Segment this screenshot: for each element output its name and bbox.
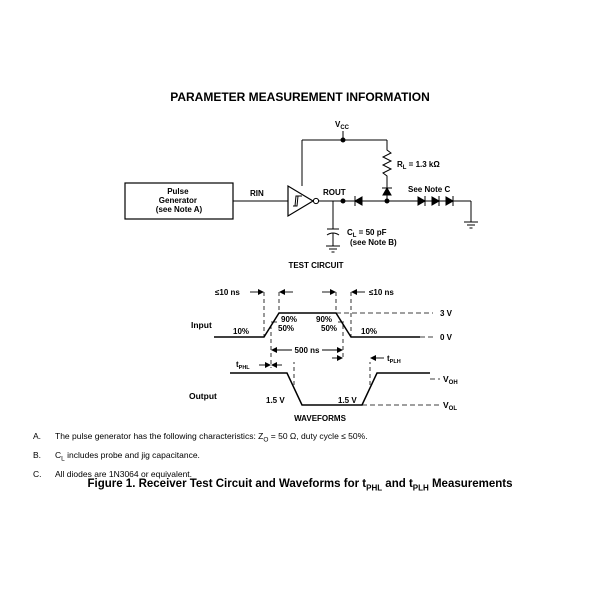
rise-time-label: ≤10 ns	[215, 288, 240, 297]
figure-caption: Figure 1. Receiver Test Circuit and Wave…	[87, 478, 513, 493]
output-label: Output	[189, 391, 217, 401]
see-note-b-label: (see Note B)	[350, 238, 397, 247]
waveforms	[214, 289, 440, 406]
pct90-right-label: 90%	[316, 315, 332, 324]
vol-label: VOL	[443, 400, 457, 412]
note-letter: B.	[33, 450, 42, 461]
note-letter: A.	[33, 431, 42, 441]
voh-label: VOH	[443, 374, 458, 386]
pct50-right-label: 50%	[321, 324, 337, 333]
pulse-generator-label: Pulse Generator (see Note A)	[156, 187, 203, 214]
diode-3-icon	[417, 196, 427, 206]
rl-label: RL = 1.3 kΩ	[397, 160, 440, 171]
note-b: B. CL includes probe and jig capacitance…	[33, 448, 573, 467]
receiver-triangle	[287, 184, 315, 218]
pct10-left-label: 10%	[233, 327, 249, 336]
output-waveform	[230, 372, 430, 406]
page-title: PARAMETER MEASUREMENT INFORMATION	[170, 90, 430, 104]
test-circuit-caption: TEST CIRCUIT	[288, 261, 343, 270]
tplh-label: tPLH	[387, 354, 401, 365]
note-letter: C.	[33, 469, 42, 480]
diode-5-icon	[445, 196, 455, 206]
input-label: Input	[191, 320, 212, 330]
diode-4-icon	[431, 196, 441, 206]
note-a: A. The pulse generator has the following…	[33, 429, 573, 448]
rin-label: RIN	[250, 189, 264, 198]
vcc-node	[340, 137, 346, 143]
vcc-label: VCC	[335, 120, 350, 131]
pct50-left-label: 50%	[278, 324, 294, 333]
ground-symbol-right	[464, 221, 478, 229]
notes-list: A. The pulse generator has the following…	[33, 429, 573, 482]
fall-time-label: ≤10 ns	[369, 288, 394, 297]
0v-label: 0 V	[440, 333, 453, 342]
diode-2-icon	[353, 196, 363, 206]
rout-label: ROUT	[323, 188, 346, 197]
note-text: CL includes probe and jig capacitance.	[55, 450, 200, 463]
rl-resistor	[381, 140, 393, 182]
input-waveform	[214, 312, 420, 338]
v15-right-label: 1.5 V	[338, 396, 357, 405]
ground-symbol-cap	[326, 245, 340, 253]
pct10-right-label: 10%	[361, 327, 377, 336]
3v-label: 3 V	[440, 309, 453, 318]
v15-left-label: 1.5 V	[266, 396, 285, 405]
test-circuit	[124, 131, 478, 253]
waveforms-caption: WAVEFORMS	[294, 414, 347, 423]
cl-label: CL = 50 pF	[347, 228, 387, 239]
diode-1-icon	[382, 186, 392, 196]
note-text: All diodes are 1N3064 or equivalent.	[55, 469, 193, 480]
see-note-c-label: See Note C	[408, 185, 450, 194]
pulse-width-label: 500 ns	[295, 346, 320, 355]
schmitt-trigger-icon	[293, 195, 302, 207]
tphl-label: tPHL	[236, 360, 250, 371]
note-c: C. All diodes are 1N3064 or equivalent.	[33, 467, 573, 482]
inverter-bubble	[312, 197, 320, 205]
note-text: The pulse generator has the following ch…	[55, 431, 368, 444]
pct90-left-label: 90%	[281, 315, 297, 324]
